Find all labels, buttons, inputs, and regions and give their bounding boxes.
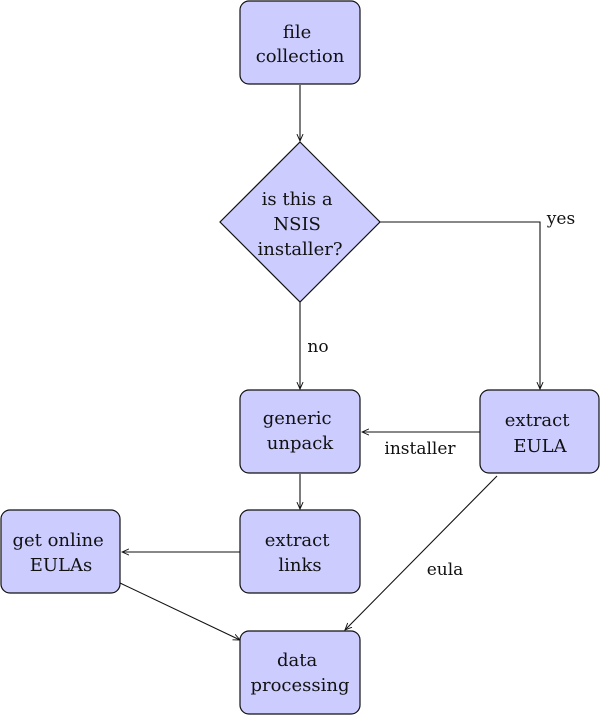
edge-label-yes: yes xyxy=(546,209,575,229)
node-label: extract EULA xyxy=(505,410,575,457)
node-shape xyxy=(239,630,361,715)
node-extract-eula: extract EULA xyxy=(479,389,600,474)
node-shape xyxy=(0,509,121,594)
node-label-line: extract xyxy=(505,410,570,431)
node-nsis-check: is this a NSIS installer? xyxy=(219,141,381,303)
node-label: file collection xyxy=(256,22,345,67)
node-shape xyxy=(239,389,361,474)
node-data-processing: data processing xyxy=(239,630,361,715)
edges xyxy=(119,85,540,641)
node-file-collection: file collection xyxy=(239,0,361,85)
node-label: generic unpack xyxy=(263,408,338,454)
node-label-line: NSIS xyxy=(273,214,321,235)
node-label-line: EULA xyxy=(513,436,567,457)
edge-label-eula: eula xyxy=(427,560,464,580)
node-label-line: collection xyxy=(256,46,345,67)
edge-get-online-eulas-to-data-processing xyxy=(119,582,240,641)
node-label-line: file xyxy=(283,22,311,43)
node-label: data processing xyxy=(250,650,349,696)
node-label-line: installer? xyxy=(258,239,343,260)
edge-labels: yes no installer eula xyxy=(307,209,575,580)
node-shape xyxy=(479,389,600,474)
edge-label-no: no xyxy=(307,337,328,357)
node-label-line: unpack xyxy=(267,433,335,454)
node-label-line: extract xyxy=(265,530,330,551)
node-generic-unpack: generic unpack xyxy=(239,389,361,474)
node-label: is this a NSIS installer? xyxy=(258,189,343,260)
node-label-line: get online xyxy=(12,530,103,551)
node-label-line: links xyxy=(278,555,321,576)
node-shape xyxy=(239,509,361,594)
node-label: get online EULAs xyxy=(12,530,109,576)
edge-label-installer: installer xyxy=(384,439,456,459)
node-shape-diamond xyxy=(219,141,381,303)
node-label-line: EULAs xyxy=(30,555,93,576)
node-label-line: is this a xyxy=(262,189,333,210)
edge-extract-eula-to-data-processing xyxy=(345,475,498,630)
node-label-line: data xyxy=(277,650,317,671)
node-label-line: generic xyxy=(263,408,332,429)
node-shape xyxy=(239,0,361,85)
node-label: extract links xyxy=(265,530,335,576)
edge-nsis-to-extract-eula xyxy=(380,221,540,389)
node-get-online-eulas: get online EULAs xyxy=(0,509,121,594)
node-extract-links: extract links xyxy=(239,509,361,594)
node-label-line: processing xyxy=(250,675,349,696)
